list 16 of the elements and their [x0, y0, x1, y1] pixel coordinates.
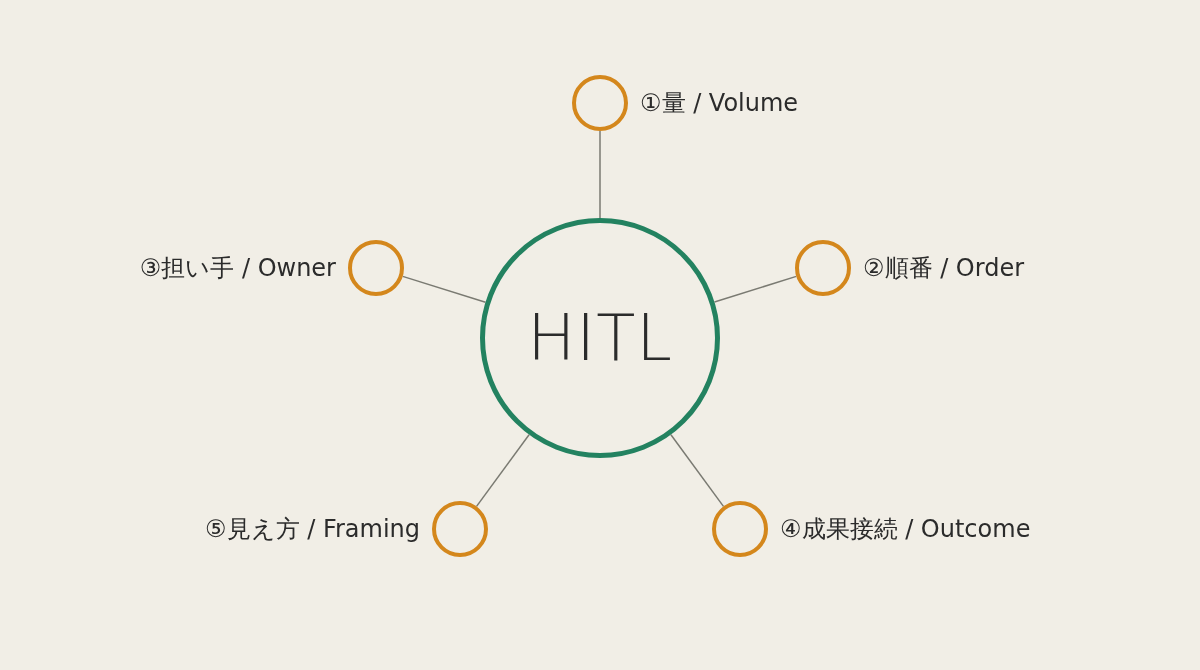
spoke-circle: [795, 240, 851, 296]
hub-circle: [480, 218, 720, 458]
spoke-label: ③担い手 / Owner: [139, 253, 336, 283]
spoke-circle: [432, 501, 488, 557]
spoke-label: ①量 / Volume: [640, 88, 799, 118]
hub-label: HITL: [527, 301, 673, 375]
spoke-label: ④成果接続 / Outcome: [780, 514, 1031, 544]
connector-line: [713, 275, 798, 303]
spoke-circle: [348, 240, 404, 296]
spoke-label: ⑤見え方 / Framing: [205, 514, 420, 544]
connector-line: [599, 130, 601, 219]
spoke-circle: [572, 75, 628, 131]
spoke-label: ②順番 / Order: [863, 253, 1025, 283]
connector-line: [402, 275, 487, 303]
spoke-circle: [712, 501, 768, 557]
connector-line: [670, 434, 725, 508]
